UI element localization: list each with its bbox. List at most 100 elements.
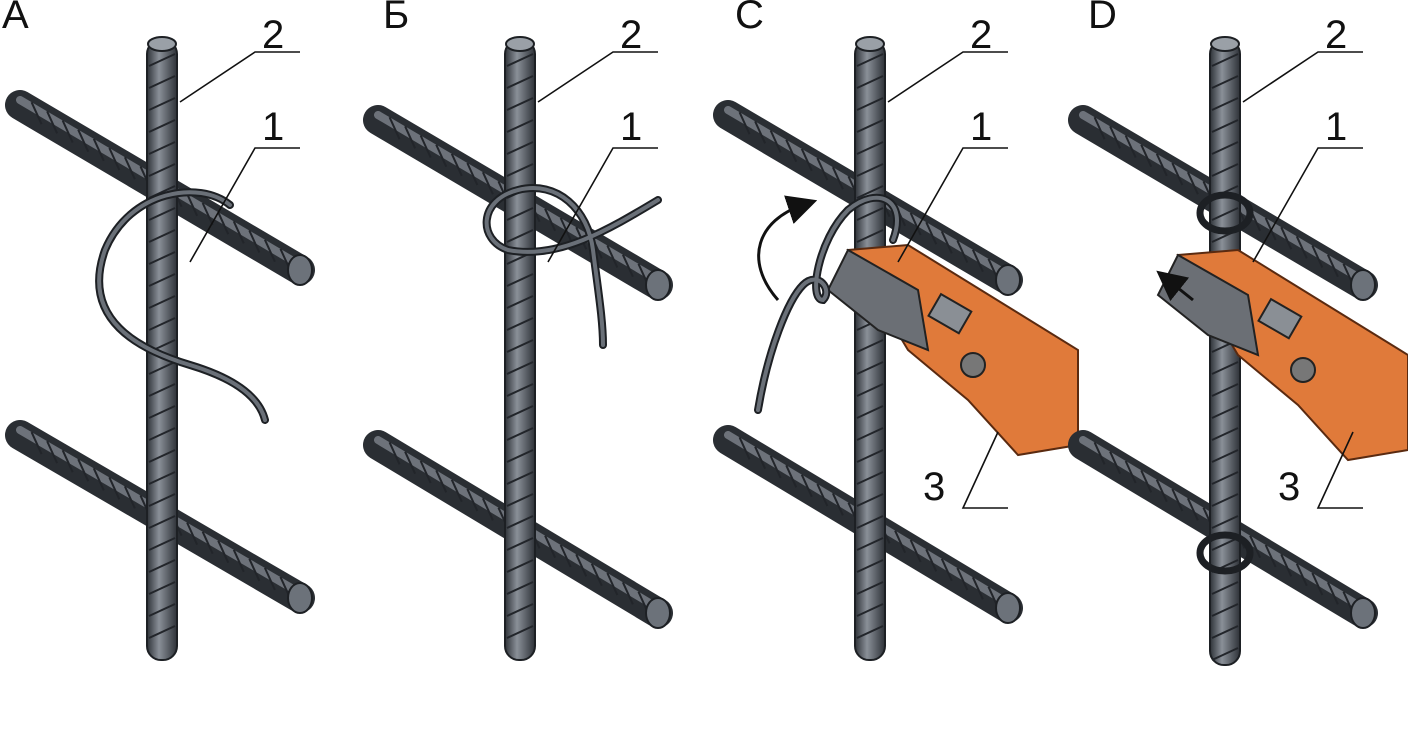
rebar-rib bbox=[1264, 544, 1277, 568]
rebar-rib bbox=[1211, 471, 1239, 485]
rebar-rib bbox=[606, 572, 619, 596]
panel-letter: Б bbox=[383, 0, 409, 37]
rebar-rib bbox=[856, 559, 884, 573]
rebar-rib bbox=[148, 449, 176, 463]
rebar-rib bbox=[856, 603, 884, 617]
rebar-rib bbox=[621, 254, 634, 278]
rebar-rib bbox=[186, 522, 199, 546]
rebar-top-cap bbox=[147, 36, 177, 52]
rebar-rib bbox=[1211, 53, 1239, 67]
rebar-rib bbox=[785, 464, 798, 488]
callout-2-leader bbox=[1242, 51, 1363, 103]
rebar-end-cap bbox=[287, 254, 313, 286]
rebar-rib bbox=[92, 467, 105, 491]
rebar-rib bbox=[856, 581, 884, 595]
rebar-rib bbox=[123, 156, 136, 180]
rebar-rib bbox=[77, 458, 90, 482]
rebar-rib bbox=[909, 539, 922, 563]
rebar-rib bbox=[856, 163, 884, 177]
rebar-rib bbox=[148, 163, 176, 177]
rebar-rib bbox=[506, 53, 534, 67]
callout-2: 2 bbox=[970, 13, 992, 57]
rebar-rib bbox=[754, 446, 767, 470]
rebar-rib bbox=[1280, 553, 1293, 577]
rebar-rib bbox=[1211, 603, 1239, 617]
callout-2: 2 bbox=[262, 13, 284, 57]
callout-2-leader bbox=[887, 51, 1008, 103]
rebar-rib bbox=[506, 273, 534, 287]
rebar-rib bbox=[1295, 563, 1308, 587]
rebar-rib bbox=[575, 553, 588, 577]
rebar-rib bbox=[856, 53, 884, 67]
rebar-rib bbox=[61, 449, 74, 473]
rebar-rib bbox=[1124, 135, 1137, 158]
rebar-rib bbox=[506, 141, 534, 155]
rebar-rib bbox=[1326, 254, 1339, 278]
rebar-top-cap bbox=[855, 36, 885, 52]
rebar-rib bbox=[856, 75, 884, 89]
rebar-rib bbox=[186, 193, 199, 217]
rebar-rib bbox=[831, 166, 844, 190]
rebar-rib bbox=[925, 221, 938, 245]
rebar-rib bbox=[148, 581, 176, 595]
pliers-jaw bbox=[826, 248, 930, 352]
rebar-rib bbox=[1211, 427, 1239, 441]
rebar-end-cap bbox=[1350, 597, 1376, 629]
rebar-rib bbox=[1093, 441, 1106, 465]
rebar-rib bbox=[1326, 581, 1339, 605]
rebar-rib bbox=[1211, 537, 1239, 551]
rebar-rib bbox=[1109, 451, 1122, 475]
rebar-rib bbox=[816, 157, 829, 181]
rebar-rib bbox=[61, 120, 74, 143]
rebar-rib bbox=[148, 427, 176, 441]
rebar-rib bbox=[148, 405, 176, 419]
rebar-rib bbox=[1140, 469, 1153, 493]
callout-3: 3 bbox=[1278, 465, 1300, 509]
pliers-pivot bbox=[960, 352, 986, 378]
rebar-rib bbox=[506, 405, 534, 419]
rebar-rib bbox=[1211, 493, 1239, 507]
rebar-rib bbox=[419, 135, 432, 158]
callout-2-leader bbox=[179, 51, 300, 103]
rebar-rib bbox=[856, 493, 884, 507]
twisted-tie bbox=[1196, 531, 1254, 575]
rebar-rib bbox=[481, 171, 494, 195]
rebar-rib bbox=[46, 440, 59, 464]
pliers-pivot bbox=[1290, 357, 1316, 383]
rebar-rib bbox=[148, 625, 176, 639]
rebar-rib bbox=[148, 251, 176, 265]
rebar-rib bbox=[123, 485, 136, 509]
rebar-rib bbox=[1211, 361, 1239, 375]
callout-2-leader bbox=[537, 51, 658, 103]
rebar-rib bbox=[856, 515, 884, 529]
callout-2: 2 bbox=[1325, 13, 1347, 57]
rebar-rib bbox=[544, 208, 557, 232]
rebar-rib bbox=[769, 130, 782, 153]
callout-2: 2 bbox=[620, 13, 642, 57]
rebar-top-cap bbox=[1210, 36, 1240, 52]
rebar-rib bbox=[1211, 97, 1239, 111]
rebar-rib bbox=[1211, 163, 1239, 177]
rebar-rib bbox=[148, 141, 176, 155]
rebar-rib bbox=[148, 273, 176, 287]
rebar-rib bbox=[1280, 226, 1293, 250]
rebar-rib bbox=[148, 295, 176, 309]
rebar-rib bbox=[940, 230, 953, 254]
twisted-tie bbox=[1196, 191, 1254, 235]
rebar-rib bbox=[856, 405, 884, 419]
rebar-rib bbox=[263, 567, 276, 591]
rebar-rib bbox=[1140, 144, 1153, 168]
rebar-rib bbox=[148, 229, 176, 243]
rebar-rib bbox=[506, 537, 534, 551]
rebar-rib bbox=[856, 97, 884, 111]
pliers-clip bbox=[927, 292, 973, 335]
rebar-rib bbox=[506, 229, 534, 243]
rebar-rib bbox=[856, 361, 884, 375]
rebar-rib bbox=[1311, 245, 1324, 268]
rebar-rib bbox=[856, 427, 884, 441]
rebar-rib bbox=[800, 474, 813, 498]
panel-letter: D bbox=[1088, 0, 1117, 37]
